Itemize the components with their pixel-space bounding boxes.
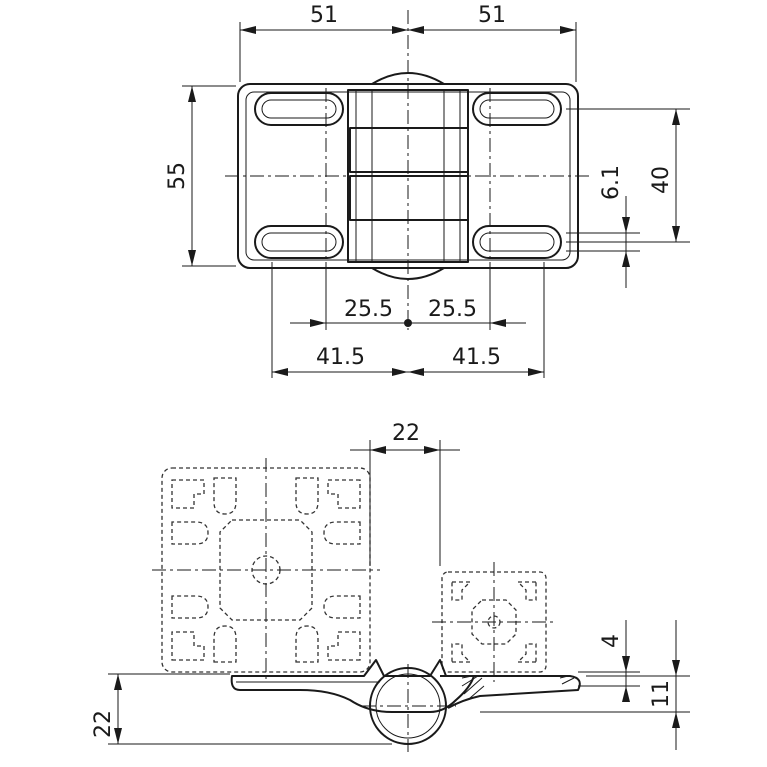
dim-height-right: 40: [649, 166, 674, 194]
top-view: 51 51 55 40 6.1 25.5 25.5: [165, 3, 690, 378]
dim-side-height: 22: [91, 710, 116, 738]
dim-span-right: 41.5: [452, 345, 501, 370]
dim-height-left: 55: [165, 162, 190, 190]
dim-top-left-width: 51: [310, 3, 338, 28]
mounting-slots: [254, 92, 562, 259]
dim-thickness-small: 4: [599, 634, 624, 648]
side-view: 22 22 4 11: [91, 421, 690, 752]
dim-span-left: 41.5: [316, 345, 365, 370]
dim-top-right-width: 51: [478, 3, 506, 28]
dim-slot-offset: 6.1: [599, 165, 624, 200]
dim-hole-spacing-right: 25.5: [428, 297, 477, 322]
dim-thickness-large: 11: [649, 680, 674, 708]
dim-side-gap: 22: [392, 421, 420, 446]
dim-hole-spacing-left: 25.5: [344, 297, 393, 322]
